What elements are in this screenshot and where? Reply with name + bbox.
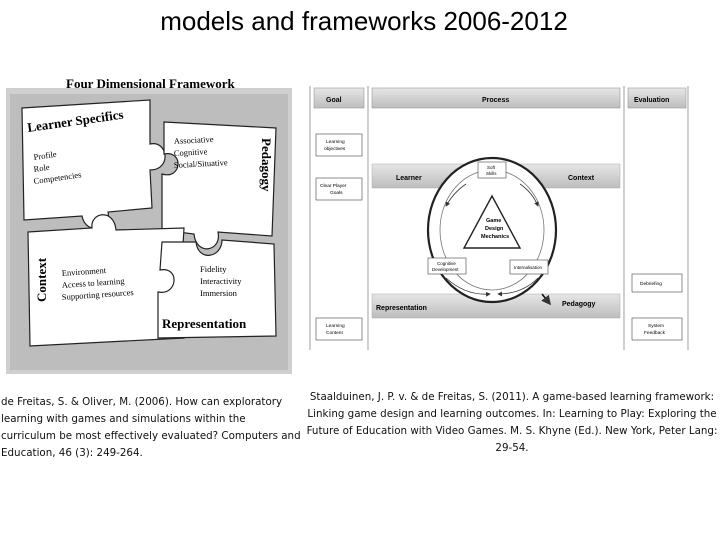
lo-line-2: objectives [324,146,346,152]
cpg-line-1: Clear Player [320,183,347,189]
context-item-environment: Environment [61,265,107,278]
cog-line-1: Cognitive [437,261,456,266]
soft-skills-line-1: Soft [487,165,496,170]
internalisation-label: Internalisation [514,265,543,270]
process-header [371,87,621,109]
pedagogy-item-associative: Associative [174,134,214,146]
learner-region-label: Learner [396,175,422,182]
citation-right: Staalduinen, J. P. v. & de Freitas, S. (… [306,391,718,454]
learning-objectives-box [315,133,363,157]
context-item-access: Access to learning [61,276,125,290]
context-title: Context [34,257,49,302]
clear-player-goals-box [315,177,363,201]
lc-line-2: Content [326,330,343,336]
lc-line-1: Learning [326,323,345,329]
pedagogy-piece [161,121,277,250]
debriefing-box [631,273,683,293]
system-feedback-box [631,317,683,341]
four-dimensional-framework-figure: Four Dimensional Framework Learner Speci… [0,70,296,382]
representation-region-label: Representation [376,305,427,312]
game-design-triangle [462,194,522,249]
pedagogy-item-cognitive: Cognitive [174,146,208,158]
gdm-line-3: Mechanics [481,234,509,240]
debriefing-label: Debriefing [640,281,662,287]
pedagogy-region-label: Pedagogy [562,301,596,308]
framework-diagram: Goal Process Evaluation Learner Context … [306,82,692,372]
representation-item-interactivity: Interactivity [200,276,242,286]
cog-line-2: Development [432,267,459,272]
pedagogy-item-social: Social/Situative [174,157,229,170]
learner-item-profile: Profile [33,149,58,162]
representation-piece [157,239,277,339]
evaluation-header [627,87,687,109]
slide-title: models and frameworks 2006-2012 [160,6,568,36]
representation-title: Representation [162,316,247,331]
game-based-learning-framework-figure: Goal Process Evaluation Learner Context … [306,82,692,372]
representation-item-fidelity: Fidelity [200,264,227,274]
learner-item-role: Role [33,162,51,174]
puzzle-diagram: Four Dimensional Framework Learner Speci… [0,70,296,382]
representation-item-immersion: Immersion [200,288,238,298]
goal-header-label: Goal [326,97,342,104]
gdm-line-1: Game [486,218,501,224]
cpg-line-2: Goals [330,190,343,196]
lo-line-1: Learning [326,139,345,145]
framework-heading: Four Dimensional Framework [66,76,236,91]
goal-header [313,87,365,109]
pedagogy-title: Pedagogy [259,138,274,192]
context-region-label: Context [568,175,595,182]
process-header-label: Process [482,97,509,104]
internalisation-box [509,259,549,275]
gdm-line-2: Design [485,226,504,232]
soft-skills-box [477,161,507,179]
learning-content-box [315,317,363,341]
citation-left: de Freitas, S. & Oliver, M. (2006). How … [1,396,301,459]
sf-line-2: Feedback [644,330,666,336]
sf-line-1: System [648,323,664,329]
evaluation-header-label: Evaluation [634,97,669,104]
learner-specifics-piece [21,99,166,230]
soft-skills-line-2: Skills [486,171,497,176]
cognitive-development-box [427,257,467,275]
